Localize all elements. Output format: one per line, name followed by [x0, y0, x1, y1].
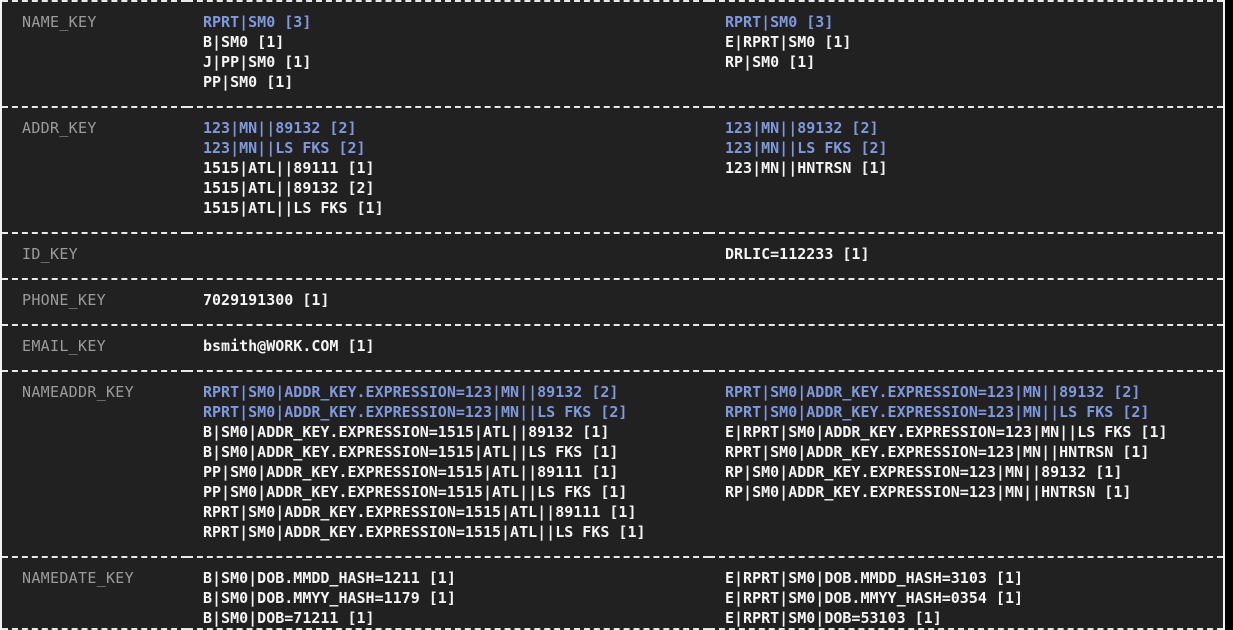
left-entity-cell: RPRT|SM0 [3] B|SM0 [1] J|PP|SM0 [1] PP|SM0 … — [187, 1, 709, 107]
key-value-list: RPRT|SM0 [3] E|RPRT|SM0 [1] RP|SM0 [1] — [709, 12, 1223, 72]
key-value-list: B|SM0|DOB.MMDD_HASH=1211 [1] B|SM0|DOB.MM… — [187, 568, 709, 628]
right-entity-cell: RPRT|SM0|ADDR_KEY.EXPRESSION=123|MN||891… — [709, 371, 1224, 557]
right-entity-cell: DRLIC=112233 [1] — [709, 233, 1224, 279]
key-value-line: RP|SM0 [1] — [725, 53, 816, 71]
table-row: NAMEDATE_KEY B|SM0|DOB.MMDD_HASH=1211 [1]… — [1, 557, 1224, 629]
key-value-line: 1515|ATL||LS FKS [1] — [203, 199, 384, 217]
key-value-line: B|SM0|ADDR_KEY.EXPRESSION=1515|ATL||LS F… — [203, 443, 619, 461]
key-value-line-matched: 123|MN||89132 [2] — [203, 119, 357, 137]
key-value-line-matched: RPRT|SM0|ADDR_KEY.EXPRESSION=123|MN||891… — [203, 383, 619, 401]
key-value-line: PP|SM0 [1] — [203, 73, 294, 91]
key-value-line: E|RPRT|SM0|ADDR_KEY.EXPRESSION=123|MN||L… — [725, 423, 1168, 441]
key-value-line-matched: RPRT|SM0|ADDR_KEY.EXPRESSION=123|MN||891… — [725, 383, 1141, 401]
left-entity-cell: bsmith@WORK.COM [1] — [187, 325, 709, 371]
left-entity-cell: B|SM0|DOB.MMDD_HASH=1211 [1] B|SM0|DOB.MM… — [187, 557, 709, 629]
key-name-cell: ADDR_KEY — [1, 107, 187, 233]
key-name-cell: PHONE_KEY — [1, 279, 187, 325]
table-row: NAME_KEY RPRT|SM0 [3] B|SM0 [1] J|PP|SM0 [1… — [1, 1, 1224, 107]
key-value-list: RPRT|SM0|ADDR_KEY.EXPRESSION=123|MN||891… — [187, 382, 709, 542]
key-value-line: DRLIC=112233 [1] — [725, 245, 870, 263]
right-entity-cell: E|RPRT|SM0|DOB.MMDD_HASH=3103 [1] E|RPRT|… — [709, 557, 1224, 629]
right-entity-cell: RPRT|SM0 [3] E|RPRT|SM0 [1] RP|SM0 [1] — [709, 1, 1224, 107]
key-name-label: NAMEDATE_KEY — [22, 569, 134, 587]
key-value-list: RPRT|SM0|ADDR_KEY.EXPRESSION=123|MN||891… — [709, 382, 1223, 502]
key-name-label: NAMEADDR_KEY — [22, 383, 134, 401]
key-value-line: RP|SM0|ADDR_KEY.EXPRESSION=123|MN||HNTRS… — [725, 483, 1132, 501]
table-row: PHONE_KEY 7029191300 [1] — [1, 279, 1224, 325]
key-value-line: B|SM0|DOB=71211 [1] — [203, 609, 375, 627]
key-value-list: RPRT|SM0 [3] B|SM0 [1] J|PP|SM0 [1] PP|SM0 … — [187, 12, 709, 92]
key-value-line: PP|SM0|ADDR_KEY.EXPRESSION=1515|ATL||LS … — [203, 483, 628, 501]
key-value-line-matched: RPRT|SM0|ADDR_KEY.EXPRESSION=123|MN||LS … — [725, 403, 1150, 421]
key-value-line-matched: RPRT|SM0 [3] — [725, 13, 834, 31]
key-value-line: 7029191300 [1] — [203, 291, 330, 309]
table-row: ID_KEY DRLIC=112233 [1] — [1, 233, 1224, 279]
key-value-line: 123|MN||HNTRSN [1] — [725, 159, 888, 177]
key-value-line: RPRT|SM0|ADDR_KEY.EXPRESSION=1515|ATL||8… — [203, 503, 637, 521]
right-entity-cell — [709, 279, 1224, 325]
key-value-list: DRLIC=112233 [1] — [709, 244, 1223, 264]
key-value-list: 123|MN||89132 [2] 123|MN||LS FKS [2] 1515|… — [187, 118, 709, 218]
key-name-cell: NAME_KEY — [1, 1, 187, 107]
key-value-list: 7029191300 [1] — [187, 290, 709, 310]
key-value-line: RPRT|SM0|ADDR_KEY.EXPRESSION=1515|ATL||L… — [203, 523, 646, 541]
key-name-cell: NAMEDATE_KEY — [1, 557, 187, 629]
key-name-cell: NAMEADDR_KEY — [1, 371, 187, 557]
left-entity-cell — [187, 233, 709, 279]
key-value-list: E|RPRT|SM0|DOB.MMDD_HASH=3103 [1] E|RPRT|… — [709, 568, 1223, 628]
key-name-label: EMAIL_KEY — [22, 337, 106, 355]
key-name-cell: EMAIL_KEY — [1, 325, 187, 371]
table-row: NAMEADDR_KEY RPRT|SM0|ADDR_KEY.EXPRESSION… — [1, 371, 1224, 557]
key-name-label: PHONE_KEY — [22, 291, 106, 309]
key-value-list: bsmith@WORK.COM [1] — [187, 336, 709, 356]
table-row: EMAIL_KEY bsmith@WORK.COM [1] — [1, 325, 1224, 371]
left-entity-cell: 7029191300 [1] — [187, 279, 709, 325]
key-value-line: J|PP|SM0 [1] — [203, 53, 312, 71]
key-value-line-matched: 123|MN||LS FKS [2] — [725, 139, 888, 157]
key-value-line: 1515|ATL||89111 [1] — [203, 159, 375, 177]
key-value-line: B|SM0|ADDR_KEY.EXPRESSION=1515|ATL||8913… — [203, 423, 610, 441]
table-row: ADDR_KEY 123|MN||89132 [2] 123|MN||LS FKS … — [1, 107, 1224, 233]
key-name-label: ADDR_KEY — [22, 119, 97, 137]
left-entity-cell: 123|MN||89132 [2] 123|MN||LS FKS [2] 1515|… — [187, 107, 709, 233]
key-value-line: E|RPRT|SM0 [1] — [725, 33, 852, 51]
key-value-line: bsmith@WORK.COM [1] — [203, 337, 375, 355]
key-value-line: PP|SM0|ADDR_KEY.EXPRESSION=1515|ATL||891… — [203, 463, 619, 481]
key-value-line-matched: RPRT|SM0 [3] — [203, 13, 312, 31]
key-value-line: B|SM0|DOB.MMDD_HASH=1211 [1] — [203, 569, 456, 587]
key-value-line: RP|SM0|ADDR_KEY.EXPRESSION=123|MN||89132… — [725, 463, 1123, 481]
key-name-cell: ID_KEY — [1, 233, 187, 279]
key-value-line-matched: 123|MN||89132 [2] — [725, 119, 879, 137]
key-name-label: NAME_KEY — [22, 13, 97, 31]
key-value-line: E|RPRT|SM0|DOB.MMYY_HASH=0354 [1] — [725, 589, 1024, 607]
right-entity-cell: 123|MN||89132 [2] 123|MN||LS FKS [2] 123|M… — [709, 107, 1224, 233]
key-value-list: 123|MN||89132 [2] 123|MN||LS FKS [2] 123|M… — [709, 118, 1223, 178]
key-value-line-matched: 123|MN||LS FKS [2] — [203, 139, 366, 157]
left-entity-cell: RPRT|SM0|ADDR_KEY.EXPRESSION=123|MN||891… — [187, 371, 709, 557]
key-value-line: E|RPRT|SM0|DOB=53103 [1] — [725, 609, 942, 627]
key-value-line: RPRT|SM0|ADDR_KEY.EXPRESSION=123|MN||HNT… — [725, 443, 1150, 461]
key-value-line-matched: RPRT|SM0|ADDR_KEY.EXPRESSION=123|MN||LS … — [203, 403, 628, 421]
key-value-line: B|SM0 [1] — [203, 33, 285, 51]
key-value-line: B|SM0|DOB.MMYY_HASH=1179 [1] — [203, 589, 456, 607]
right-entity-cell — [709, 325, 1224, 371]
key-value-line: E|RPRT|SM0|DOB.MMDD_HASH=3103 [1] — [725, 569, 1024, 587]
key-value-line: 1515|ATL||89132 [2] — [203, 179, 375, 197]
key-name-label: ID_KEY — [22, 245, 78, 263]
